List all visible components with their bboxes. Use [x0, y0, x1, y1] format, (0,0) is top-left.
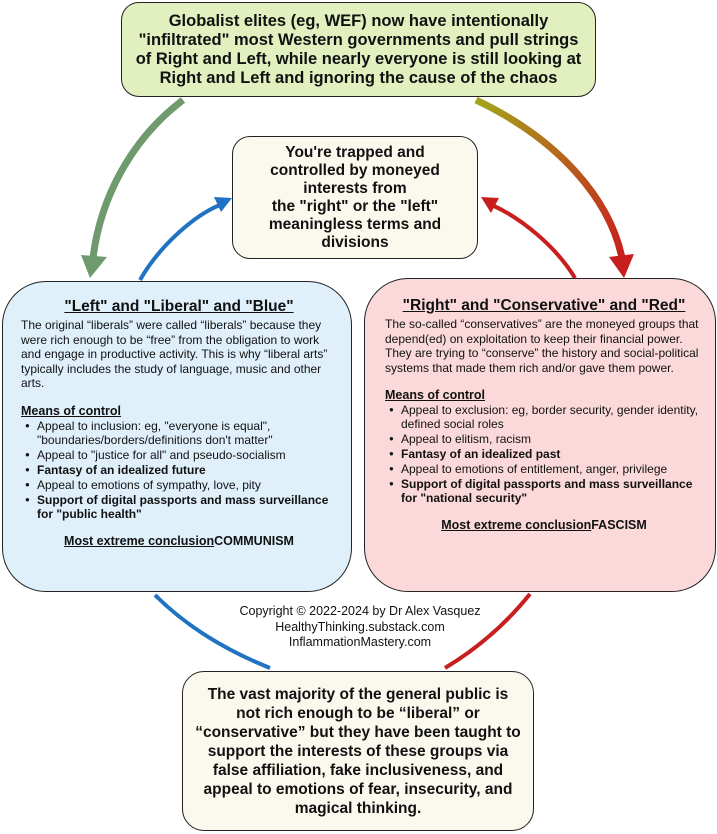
trapped-text: You're trapped and controlled by moneyed…: [269, 144, 441, 252]
trapped-line: meaningless terms and: [268, 215, 442, 233]
left-means-item: Appeal to "justice for all" and pseudo-s…: [25, 448, 337, 462]
arrow-top-to-left: [89, 97, 186, 259]
arrow-right-to-center-head: [481, 197, 499, 213]
arrow-top-to-left-head: [81, 255, 107, 278]
right-means-list: Appeal to exclusion: eg, border security…: [385, 403, 703, 505]
right-means-item: Appeal to emotions of entitlement, anger…: [389, 462, 703, 476]
globalist-elites-text: Globalist elites (eg, WEF) now have inte…: [135, 11, 582, 87]
left-means-list: Appeal to inclusion: eg, "everyone is eq…: [21, 419, 337, 521]
right-conclusion: Most extreme conclusionFASCISM: [385, 518, 703, 532]
copyright-block: Copyright © 2022-2024 by Dr Alex Vasquez…: [200, 604, 520, 651]
arrow-left-to-center: [138, 203, 221, 281]
right-conclusion-label: Most extreme conclusion: [441, 518, 592, 532]
general-public-box: The vast majority of the general public …: [182, 671, 534, 831]
trapped-line: controlled by moneyed: [270, 161, 440, 179]
right-means-item: Fantasy of an idealized past: [389, 447, 703, 461]
right-means-item: Appeal to elitism, racism: [389, 432, 703, 446]
left-means-item: Support of digital passports and mass su…: [25, 493, 337, 521]
trapped-line: interests from: [303, 179, 407, 197]
left-means-item: Fantasy of an idealized future: [25, 463, 337, 477]
arrow-right-to-center: [493, 204, 577, 280]
left-means-item: Appeal to inclusion: eg, "everyone is eq…: [25, 419, 337, 447]
general-public-text: The vast majority of the general public …: [195, 685, 521, 817]
line-left-to-bottom: [153, 593, 271, 670]
trapped-line: You're trapped and: [285, 143, 425, 161]
right-conclusion-value: FASCISM: [591, 518, 647, 532]
arrow-left-to-center-head: [214, 197, 232, 212]
left-box-title: "Left" and "Liberal" and "Blue": [64, 298, 294, 315]
right-conservative-box: "Right" and "Conservative" and "Red" The…: [364, 278, 716, 592]
right-means-item: Support of digital passports and mass su…: [389, 477, 703, 505]
right-box-intro: The so-called “conservatives” are the mo…: [385, 317, 699, 375]
globalist-elites-box: Globalist elites (eg, WEF) now have inte…: [121, 2, 596, 97]
right-means-label: Means of control: [385, 388, 486, 402]
left-box-intro: The original “liberals” were called “lib…: [21, 318, 328, 390]
left-means-label: Means of control: [21, 403, 122, 418]
line-right-to-bottom: [443, 592, 532, 670]
left-conclusion: Most extreme conclusionCOMMUNISM: [21, 534, 337, 548]
arrow-top-to-right: [474, 96, 626, 259]
left-means-item: Appeal to emotions of sympathy, love, pi…: [25, 478, 337, 492]
arrow-top-to-right-head: [609, 254, 634, 278]
trapped-line: divisions: [321, 233, 389, 251]
website-line: InflammationMastery.com: [288, 635, 432, 649]
right-box-title: "Right" and "Conservative" and "Red": [402, 297, 686, 314]
right-means-item: Appeal to exclusion: eg, border security…: [389, 403, 703, 431]
trapped-line: the "right" or the "left": [271, 197, 439, 215]
left-conclusion-value: COMMUNISM: [214, 533, 294, 548]
website-line: HealthyThinking.substack.com: [275, 619, 445, 634]
trapped-box: You're trapped and controlled by moneyed…: [232, 136, 478, 259]
copyright-line: Copyright © 2022-2024 by Dr Alex Vasquez: [239, 604, 481, 618]
left-conclusion-label: Most extreme conclusion: [64, 533, 215, 548]
left-liberal-box: "Left" and "Liberal" and "Blue" The orig…: [2, 281, 352, 592]
